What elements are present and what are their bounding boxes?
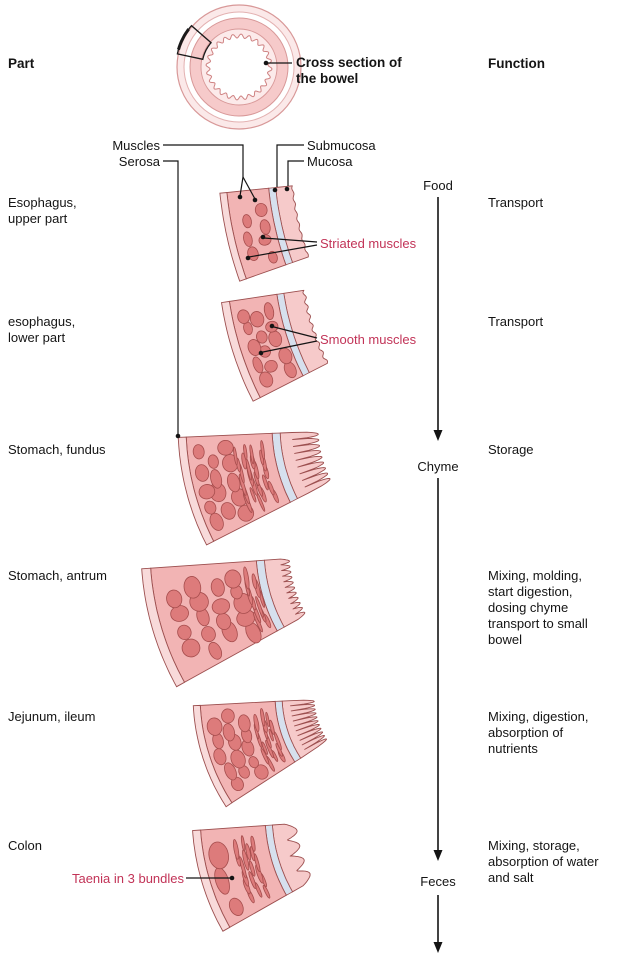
- wedge-stomach-fundus: [177, 431, 331, 546]
- function-column-header: Function: [488, 56, 545, 71]
- cross-section-label: Cross section of the bowel: [296, 55, 402, 86]
- function-label-stomach-antrum: Mixing, molding, start digestion, dosing…: [488, 568, 588, 647]
- flow-label-feces: Feces: [420, 874, 456, 889]
- part-label-esophagus-upper: Esophagus, upper part: [8, 195, 77, 226]
- function-label-colon: Mixing, storage, absorption of water and…: [488, 838, 599, 885]
- bowel-cross-section-circle: [176, 4, 302, 130]
- serosa-layer-label: Serosa: [118, 154, 160, 169]
- submucosa-layer-label: Submucosa: [307, 138, 376, 153]
- function-label-esophagus-upper: Transport: [488, 195, 544, 210]
- mucosa-layer-label: Mucosa: [307, 154, 353, 169]
- flow-label-chyme: Chyme: [417, 459, 459, 474]
- part-label-jejunum-ileum: Jejunum, ileum: [8, 709, 96, 724]
- wedge-esophagus-lower: [220, 289, 328, 402]
- part-label-esophagus-lower: esophagus, lower part: [8, 314, 76, 345]
- flow-arrows: [433, 197, 443, 953]
- annotation-striated-muscles: Striated muscles: [320, 236, 417, 251]
- leader-lines: [163, 60, 318, 881]
- function-label-jejunum-ileum: Mixing, digestion, absorption of nutrien…: [488, 709, 589, 756]
- annotation-taenia: Taenia in 3 bundles: [71, 871, 184, 886]
- wedge-esophagus-upper: [219, 185, 309, 282]
- part-column-header: Part: [8, 56, 35, 71]
- wedge-colon: [192, 823, 311, 932]
- part-label-stomach-fundus: Stomach, fundus: [8, 442, 106, 457]
- part-label-stomach-antrum: Stomach, antrum: [8, 568, 107, 583]
- part-label-colon: Colon: [8, 838, 42, 853]
- wedge-jejunum-ileum: [192, 699, 327, 808]
- function-label-stomach-fundus: Storage: [488, 442, 534, 457]
- flow-label-food: Food: [423, 178, 453, 193]
- function-label-esophagus-lower: Transport: [488, 314, 544, 329]
- muscles-layer-label: Muscles: [112, 138, 160, 153]
- wedge-stomach-antrum: [141, 558, 306, 688]
- annotation-smooth-muscles: Smooth muscles: [320, 332, 417, 347]
